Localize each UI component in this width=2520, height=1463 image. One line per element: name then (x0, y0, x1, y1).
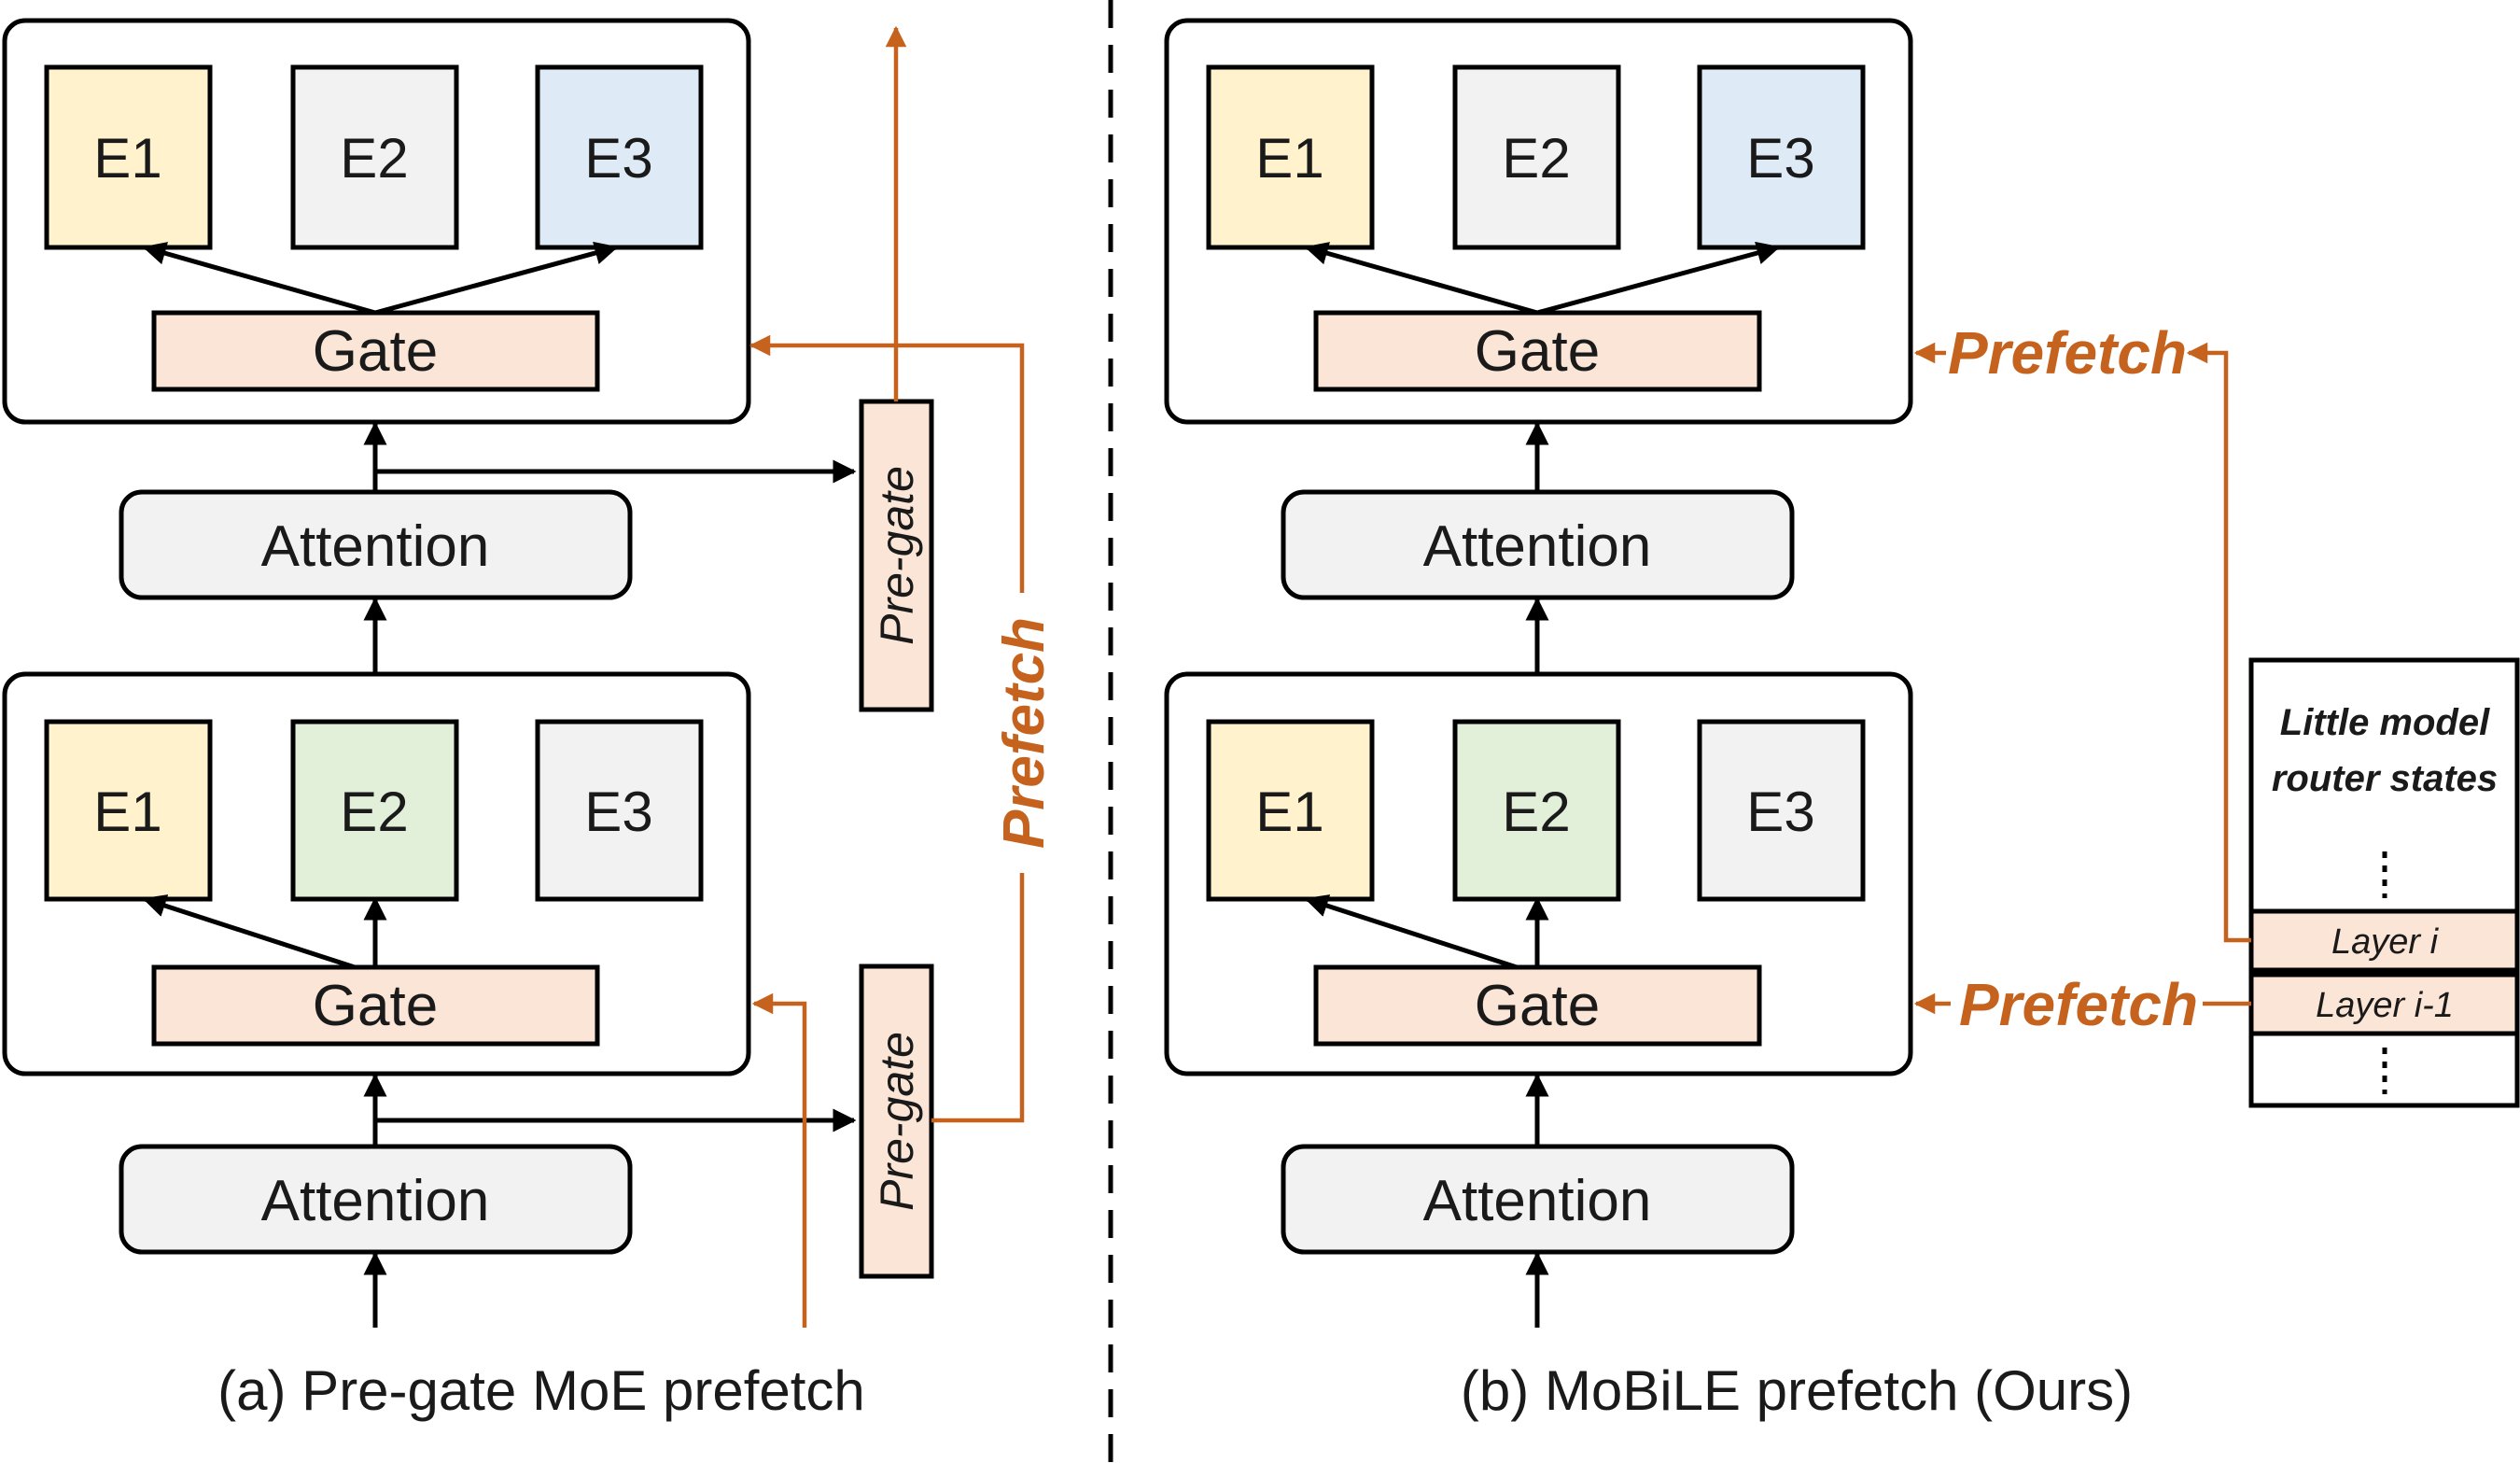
layer-i-minus-1-label: Layer i-1 (2316, 986, 2454, 1025)
attention-label: Attention (1423, 514, 1652, 579)
gate-to-e1-arrow (1304, 242, 1538, 316)
panel-a-upper-moe-block: E1 E2 E3 Gate (2, 18, 751, 425)
layer-i-label: Layer i (2331, 922, 2440, 962)
attention-label: Attention (261, 514, 490, 579)
expert-label: E2 (340, 781, 408, 843)
panel-a: E1 E2 E3 Gate Attention (2, 18, 1057, 1422)
panel-b-caption: (b) MoBiLE prefetch (Ours) (1461, 1359, 2133, 1422)
expert-label: E2 (340, 127, 408, 190)
expert-e1: E1 (1206, 719, 1375, 902)
prefetch-label-upper: Prefetch (1948, 319, 2187, 387)
gate-box: Gate (151, 964, 600, 1047)
expert-label: E3 (1746, 781, 1814, 843)
gate-label: Gate (313, 974, 438, 1038)
panel-b-upper-attention: Attention (1281, 489, 1795, 600)
expert-e3: E3 (1697, 64, 1866, 250)
attention-label: Attention (1423, 1169, 1652, 1233)
prefetch-label-bg (997, 593, 1049, 873)
router-states-title-line2: router states (2272, 758, 2498, 799)
gate-box: Gate (1313, 310, 1762, 392)
expert-label: E1 (93, 127, 161, 190)
panel-b: E1 E2 E3 Gate Attention (1164, 18, 2520, 1422)
expert-label: E1 (93, 781, 161, 843)
gate-to-e3-arrow (1536, 241, 1781, 316)
panel-a-lower-attention: Attention (119, 1144, 633, 1255)
prefetch-label: Prefetch (992, 617, 1057, 849)
gate-to-e1-arrow (1304, 894, 1518, 970)
router-states-table: Little model router states Layer i Layer… (2248, 657, 2520, 1108)
gate-to-e1-arrow (142, 894, 356, 970)
expert-e2: E2 (290, 719, 459, 902)
expert-label: E3 (1746, 127, 1814, 190)
expert-label: E2 (1502, 127, 1570, 190)
gate-label: Gate (1475, 319, 1600, 384)
gate-label: Gate (313, 319, 438, 384)
layer-i-minus-1-row: Layer i-1 (2248, 972, 2520, 1036)
attention-label: Attention (261, 1169, 490, 1233)
expert-e3: E3 (1697, 719, 1866, 902)
panel-b-lower-moe-block: E1 E2 E3 Gate (1164, 671, 1913, 1076)
panel-a-caption: (a) Pre-gate MoE prefetch (217, 1359, 865, 1422)
expert-label: E3 (584, 127, 652, 190)
layer-i-row: Layer i (2248, 908, 2520, 973)
pregate-label: Pre-gate (871, 466, 923, 645)
expert-label: E3 (584, 781, 652, 843)
pregate-label: Pre-gate (871, 1032, 923, 1211)
prefetch-to-lower-block-arrow (751, 992, 807, 1328)
gate-to-e3-arrow (374, 241, 619, 316)
expert-e1: E1 (44, 719, 213, 902)
expert-e2: E2 (1452, 719, 1621, 902)
gate-box: Gate (1313, 964, 1762, 1047)
expert-e2: E2 (1452, 64, 1621, 250)
gate-to-e1-arrow (142, 242, 376, 316)
lower-pregate-box: Pre-gate (859, 964, 934, 1279)
gate-label: Gate (1475, 974, 1600, 1038)
expert-e3: E3 (535, 64, 704, 250)
prefetch-label-lower: Prefetch (1959, 971, 2198, 1038)
gate-box: Gate (151, 310, 600, 392)
panel-a-lower-moe-block: E1 E2 E3 Gate (2, 671, 751, 1076)
panel-a-upper-attention: Attention (119, 489, 633, 600)
upper-pregate-box: Pre-gate (859, 399, 934, 712)
expert-e1: E1 (1206, 64, 1375, 250)
expert-e1: E1 (44, 64, 213, 250)
expert-e2: E2 (290, 64, 459, 250)
expert-label: E1 (1255, 781, 1323, 843)
expert-label: E2 (1502, 781, 1570, 843)
panel-b-lower-attention: Attention (1281, 1144, 1795, 1255)
router-states-title-line1: Little model (2280, 702, 2490, 743)
expert-e3: E3 (535, 719, 704, 902)
expert-label: E1 (1255, 127, 1323, 190)
panel-b-upper-moe-block: E1 E2 E3 Gate (1164, 18, 1913, 425)
prefetch-to-upper-block-arrow (2186, 342, 2251, 943)
